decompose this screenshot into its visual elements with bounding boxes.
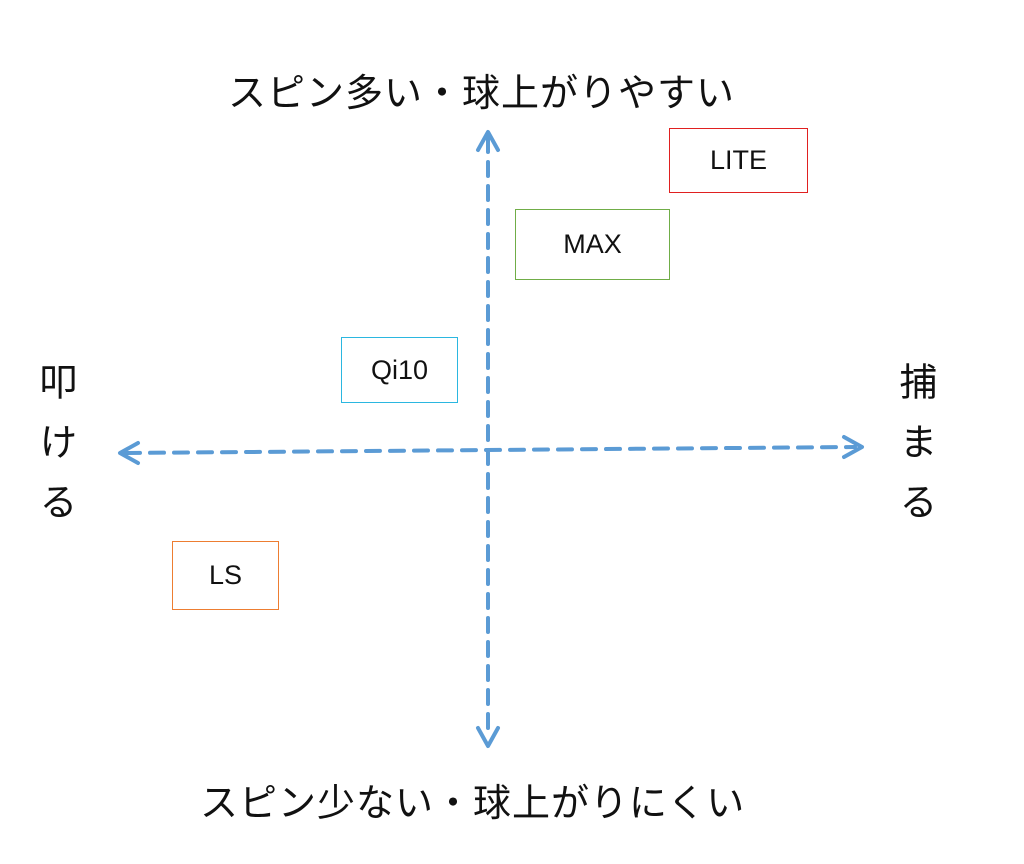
model-box-lite: LITE	[669, 128, 808, 193]
left-axis-label: 叩ける	[33, 362, 77, 542]
model-box-ls: LS	[172, 541, 279, 610]
arrow-left-icon	[118, 441, 140, 465]
top-axis-label: スピン多い・球上がりやすい	[228, 71, 736, 115]
arrow-up-icon	[476, 130, 500, 152]
bottom-axis-label: スピン少ない・球上がりにくい	[200, 781, 746, 825]
right-axis-label: 捕まる	[893, 362, 937, 542]
model-box-max: MAX	[515, 209, 670, 280]
horizontal-axis	[124, 445, 857, 455]
arrow-down-icon	[476, 726, 500, 748]
arrow-right-icon	[842, 435, 864, 459]
model-box-qi10: Qi10	[341, 337, 458, 403]
